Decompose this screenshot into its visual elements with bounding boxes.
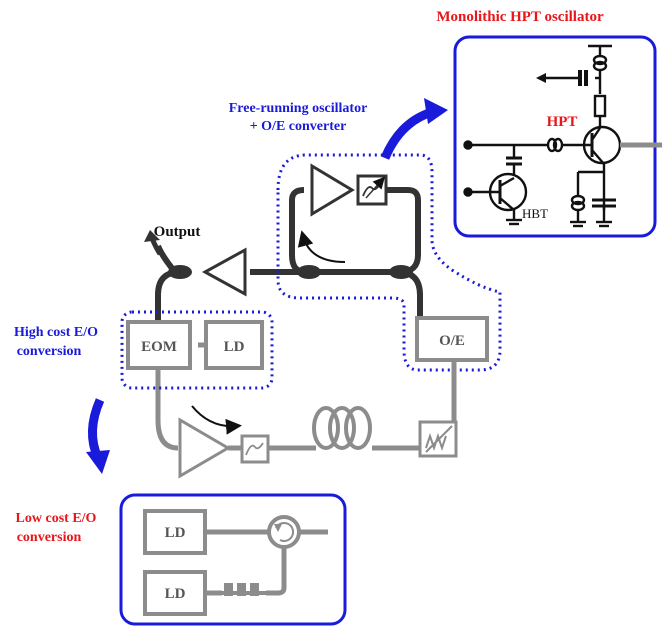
blue-arrow-to-hpt bbox=[380, 98, 448, 160]
amplifier-oscillator bbox=[310, 163, 355, 217]
eom-block bbox=[126, 320, 192, 370]
high-cost-label-line2: conversion bbox=[17, 344, 82, 359]
high-cost-boundary bbox=[120, 310, 274, 390]
ld-top-block bbox=[143, 509, 207, 555]
loop-direction-arrow bbox=[297, 230, 346, 263]
ld-label: LD bbox=[224, 339, 245, 355]
blue-arrow-to-low-cost bbox=[86, 398, 110, 474]
grating-tooth-1 bbox=[224, 583, 233, 596]
low-cost-label-line2: conversion bbox=[17, 530, 82, 545]
free-running-label-line1: Free-running oscillator bbox=[229, 101, 368, 116]
low-cost-label-line1: Low cost E/O bbox=[16, 511, 97, 526]
output-arrowhead bbox=[144, 230, 160, 242]
dark-fiber-loop bbox=[155, 187, 423, 320]
hbt-label: HBT bbox=[522, 206, 548, 221]
fiber-spool bbox=[312, 406, 372, 450]
coupler-output bbox=[168, 265, 192, 279]
amplifier-top bbox=[201, 247, 247, 297]
filter-bottom bbox=[240, 434, 270, 464]
circulator-arrowhead bbox=[274, 524, 282, 532]
filter-oscillator-arrow bbox=[365, 176, 385, 199]
low-cost-inset: LD LD bbox=[119, 493, 347, 626]
oe-label: O/E bbox=[439, 333, 465, 349]
ld-bottom-block bbox=[143, 570, 207, 616]
monolithic-title: Monolithic HPT oscillator bbox=[436, 9, 604, 25]
oe-block bbox=[415, 316, 489, 362]
free-running-label-line2: + O/E converter bbox=[250, 119, 347, 134]
hpt-inset: Monolithic HPT oscillator bbox=[436, 9, 662, 238]
amplifier-bottom bbox=[178, 417, 231, 479]
hpt-inset-frame bbox=[453, 35, 657, 238]
ld-block bbox=[204, 320, 264, 370]
grating-tooth-2 bbox=[237, 583, 246, 596]
attenuator-arrow bbox=[425, 425, 453, 453]
grating-tooth-3 bbox=[250, 583, 259, 596]
hpt-label: HPT bbox=[547, 114, 578, 130]
bottom-direction-arrow bbox=[191, 405, 242, 435]
output-label: Output bbox=[154, 224, 201, 240]
ld-top-label: LD bbox=[165, 525, 186, 541]
filter-bottom-glyph bbox=[245, 442, 264, 456]
coupler-left bbox=[297, 265, 321, 279]
coupler-right bbox=[389, 265, 413, 279]
oscillator-boundary bbox=[276, 153, 502, 372]
low-cost-fibers bbox=[205, 529, 328, 596]
circulator-icon bbox=[267, 515, 301, 549]
eom-label: EOM bbox=[141, 339, 177, 355]
ld-bottom-label: LD bbox=[165, 586, 186, 602]
high-cost-label-line1: High cost E/O bbox=[14, 325, 98, 340]
hpt-circuit bbox=[463, 44, 622, 228]
